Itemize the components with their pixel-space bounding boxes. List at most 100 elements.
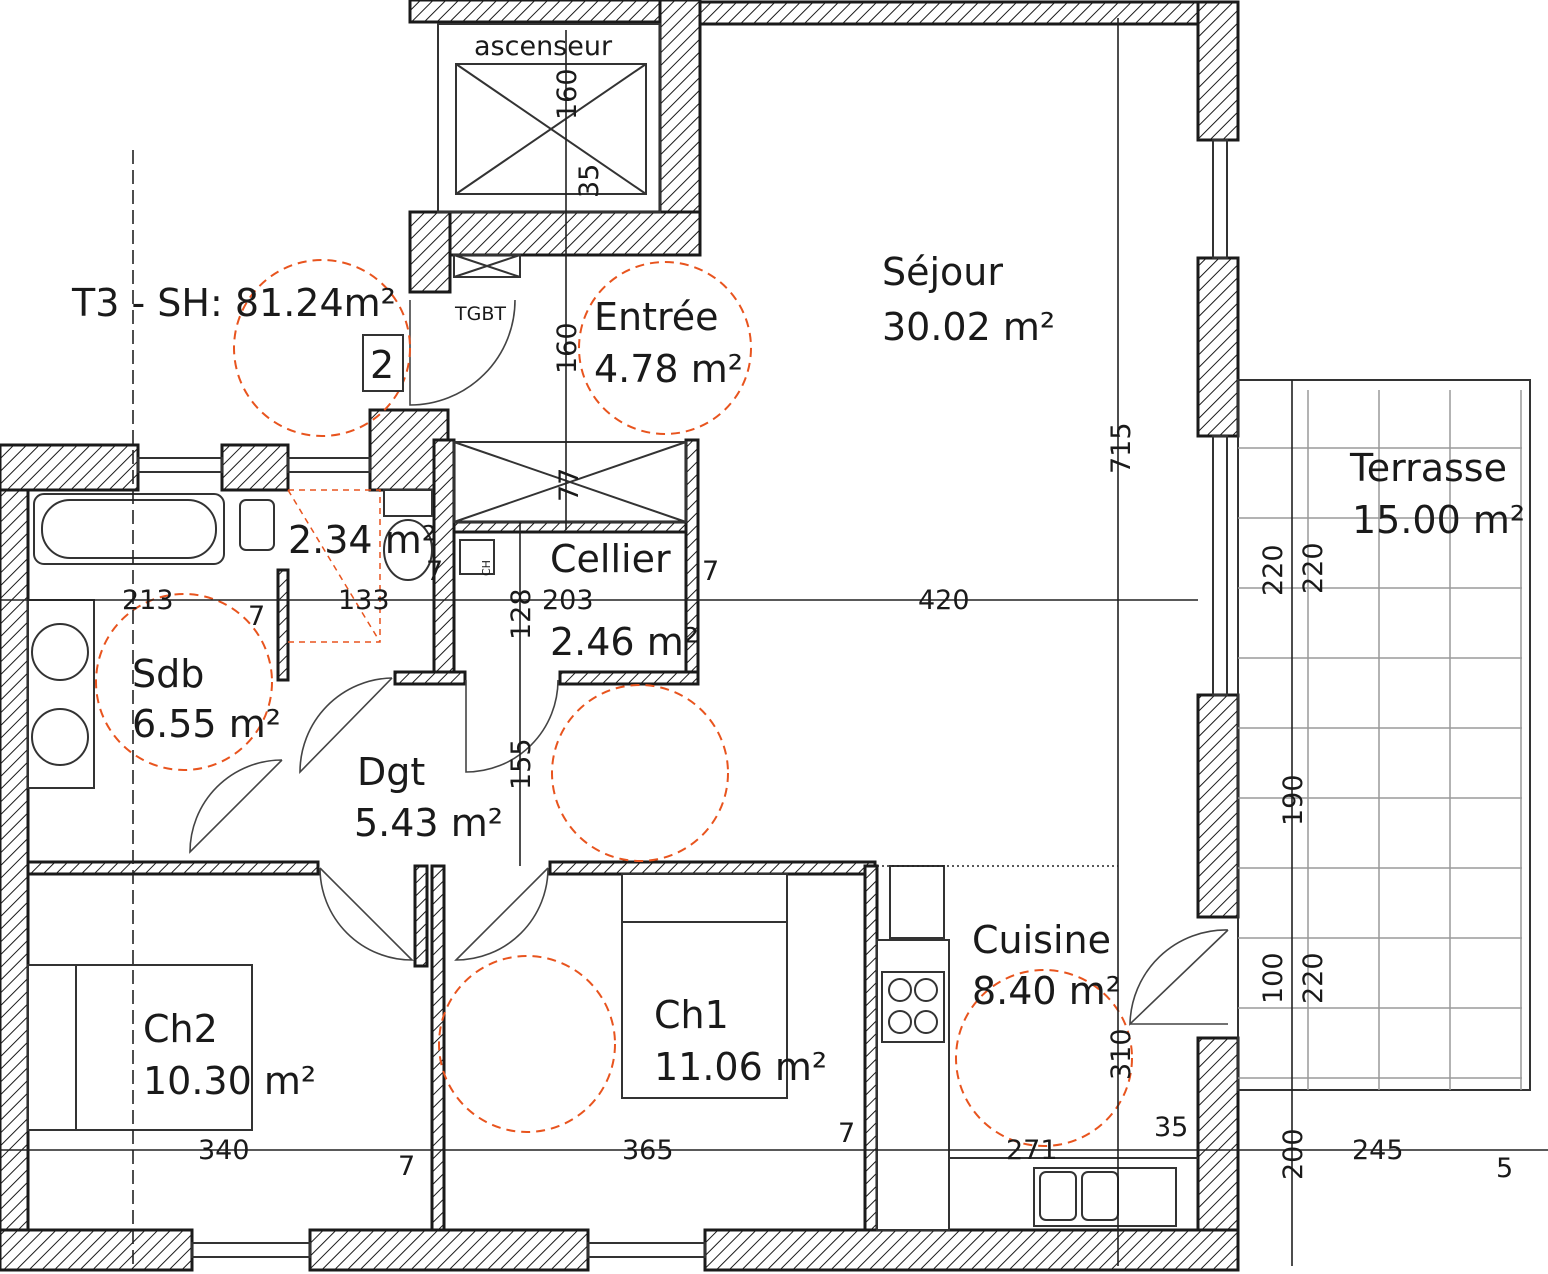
wall-entree-left-upper xyxy=(408,210,452,294)
door-wc xyxy=(299,677,393,774)
dim-220-a: 220 xyxy=(1258,544,1289,596)
room-cellier-name: Cellier xyxy=(550,537,671,581)
water-heater-label: CH xyxy=(480,560,493,576)
fridge xyxy=(889,865,945,939)
room-ch2-name: Ch2 xyxy=(143,1007,218,1051)
toilet-tank xyxy=(383,489,433,517)
wall-sdb-right xyxy=(276,568,290,682)
room-entree-name: Entrée xyxy=(594,295,719,339)
turning-circles xyxy=(95,259,1133,1147)
dim-7-c: 7 xyxy=(702,556,719,587)
wall-ch1-right xyxy=(863,864,879,1232)
fixtures xyxy=(27,441,1198,1231)
panel-label: TGBT xyxy=(454,303,506,325)
elevator-cross-2 xyxy=(455,63,647,195)
dim-133: 133 xyxy=(338,585,390,616)
wc-sink xyxy=(239,499,275,551)
storage-cabinet xyxy=(453,441,687,523)
toilet-bowl xyxy=(383,519,433,581)
dim-7-d: 7 xyxy=(398,1151,415,1182)
wall-bottom-left xyxy=(0,1228,194,1272)
dim-35-elevator: 35 xyxy=(574,164,605,198)
room-ch1-name: Ch1 xyxy=(654,993,729,1037)
window-top-wc xyxy=(287,457,371,473)
dim-190: 190 xyxy=(1278,774,1309,826)
sink-1 xyxy=(31,623,89,681)
dim-160-elevator: 160 xyxy=(552,68,583,120)
wall-bottom-right xyxy=(703,1228,1240,1272)
turning-circle-sdb xyxy=(95,593,273,771)
elevator-cabin xyxy=(455,63,647,195)
dimension-labels: 160 35 160 77 715 213 7 133 7 128 203 7 … xyxy=(122,68,1513,1184)
dimension-lines xyxy=(0,18,1548,1266)
wall-top xyxy=(408,0,662,24)
room-terrasse-area: 15.00 m² xyxy=(1352,498,1525,542)
burner-3 xyxy=(888,1010,912,1034)
wall-right-lower xyxy=(1196,693,1240,919)
burner-4 xyxy=(914,1010,938,1034)
wall-ch-top-right xyxy=(548,860,877,876)
electric-panel xyxy=(453,254,521,278)
terrace-grid xyxy=(1238,390,1522,1090)
turning-circle-dgt xyxy=(551,684,729,862)
dim-310: 310 xyxy=(1106,1028,1137,1080)
dim-200: 200 xyxy=(1278,1128,1309,1180)
walls xyxy=(0,0,1240,1272)
room-sejour-name: Séjour xyxy=(882,250,1003,294)
window-right-2 xyxy=(1212,435,1228,696)
burner-2 xyxy=(914,978,938,1002)
room-entree-area: 4.78 m² xyxy=(594,347,743,391)
level-badge-box xyxy=(362,334,404,392)
dim-213: 213 xyxy=(122,585,174,616)
wall-ch-divider xyxy=(430,864,446,1232)
burner-1 xyxy=(888,978,912,1002)
doors xyxy=(189,299,1229,1026)
room-wc-area: 2.34 m² xyxy=(288,518,437,562)
wall-left xyxy=(0,443,30,1269)
bed-ch2 xyxy=(27,964,253,1131)
wall-right-mid xyxy=(1196,256,1240,438)
wall-top-mid xyxy=(220,443,290,492)
window-bottom-2 xyxy=(587,1242,706,1258)
wall-ch-top-left xyxy=(26,860,320,876)
sink-2 xyxy=(31,708,89,766)
dim-340: 340 xyxy=(198,1135,250,1166)
dim-100: 100 xyxy=(1258,952,1289,1004)
terrace-outline xyxy=(1237,379,1531,1091)
wall-cellier-top xyxy=(452,520,696,534)
wc-clearance xyxy=(288,489,381,643)
room-sejour-area: 30.02 m² xyxy=(882,305,1055,349)
water-heater xyxy=(459,539,495,575)
turning-circle-entree xyxy=(578,261,752,435)
wall-dgt-stub-a xyxy=(413,864,429,968)
door-ch1 xyxy=(454,867,549,961)
electric-panel-cross-2 xyxy=(453,254,521,278)
dim-5: 5 xyxy=(1496,1153,1513,1184)
plan-title: T3 - SH: 81.24m² xyxy=(71,281,396,325)
wall-right-upper xyxy=(1196,0,1240,142)
dim-7-a: 7 xyxy=(248,601,265,632)
storage-cross-2 xyxy=(453,441,687,523)
room-cellier-area: 2.46 m² xyxy=(550,620,699,664)
wall-top-left xyxy=(0,443,140,492)
room-sdb-area: 6.55 m² xyxy=(132,702,281,746)
window-bottom-1 xyxy=(191,1242,311,1258)
dim-7-e: 7 xyxy=(838,1118,855,1149)
door-ch2 xyxy=(319,867,414,961)
kitchen-sink-bowl-2 xyxy=(1081,1171,1119,1221)
kitchen-sink-bowl-1 xyxy=(1039,1171,1077,1221)
dim-7-b: 7 xyxy=(426,556,443,587)
dim-420: 420 xyxy=(918,585,970,616)
wall-right-bottom xyxy=(1196,1036,1240,1268)
dim-365: 365 xyxy=(622,1135,674,1166)
wall-cellier-bottom-b xyxy=(558,670,700,686)
turning-circle-ch xyxy=(438,955,616,1133)
wall-cellier-bottom-a xyxy=(393,670,467,686)
dim-155: 155 xyxy=(506,738,537,790)
terrace xyxy=(1237,379,1531,1091)
wall-bottom-mid xyxy=(308,1228,590,1272)
elevator-label: ascenseur xyxy=(474,31,613,62)
dim-77: 77 xyxy=(554,468,585,502)
dim-220-b: 220 xyxy=(1298,542,1329,594)
